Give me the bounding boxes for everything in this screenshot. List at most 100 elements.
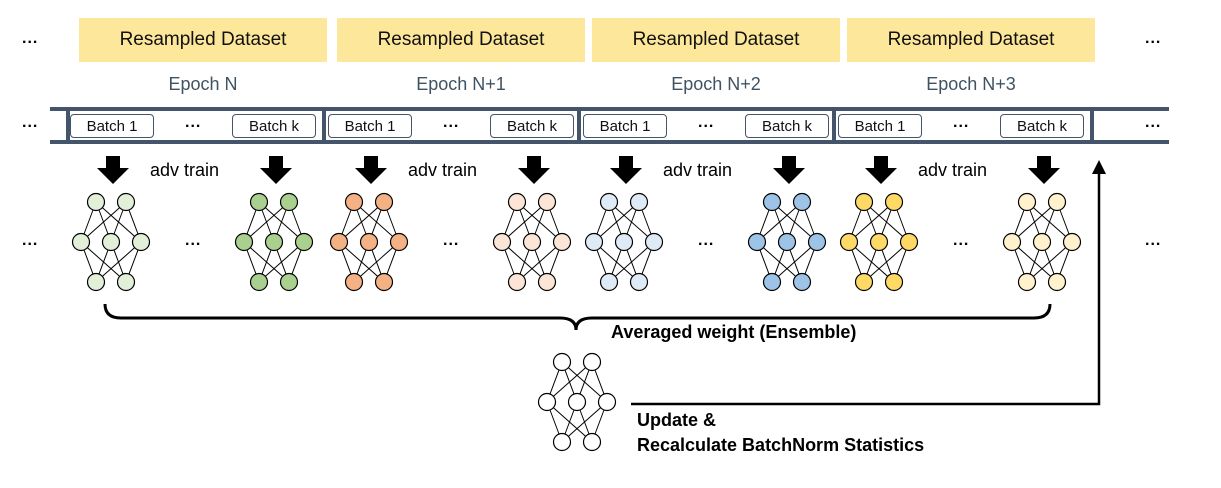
epoch-label: Epoch N [168, 74, 238, 94]
net-node [249, 192, 269, 212]
timeline-bottom-line [50, 140, 1169, 144]
net-node [792, 272, 812, 292]
net-node [1047, 192, 1067, 212]
down-arrow-icon [1028, 156, 1060, 184]
update-label: Update & [637, 410, 717, 430]
net-node [597, 392, 617, 412]
net-node [344, 192, 364, 212]
net-edge [258, 241, 305, 283]
net-node [552, 352, 572, 372]
net-edge [848, 201, 895, 243]
adv-train-label: adv train [918, 160, 988, 180]
net-ellipsis: ... [443, 232, 460, 249]
net-node [582, 432, 602, 452]
net-node [1017, 192, 1037, 212]
net-node [567, 392, 587, 412]
batch-ellipsis: ... [953, 114, 970, 131]
batch-ellipsis: ... [698, 114, 715, 131]
batch-first-box: Batch 1 [838, 114, 922, 138]
net-node [884, 272, 904, 292]
net-edge [1026, 241, 1073, 283]
net-edge [1011, 201, 1058, 243]
side-ellipsis: ... [1145, 114, 1162, 131]
feedback-arrow-line [631, 172, 1101, 406]
net-node [507, 272, 527, 292]
down-arrow-icon [518, 156, 550, 184]
epoch-divider [577, 107, 581, 144]
net-node [116, 192, 136, 212]
net-node [854, 192, 874, 212]
feedback-arrowhead-icon [1092, 160, 1106, 174]
net-node [599, 272, 619, 292]
side-ellipsis: ... [1145, 30, 1162, 47]
net-node [762, 272, 782, 292]
net-node [537, 192, 557, 212]
ensemble-label: Averaged weight (Ensemble) [611, 322, 857, 342]
net-node [807, 232, 827, 252]
batch-ellipsis: ... [185, 114, 202, 131]
net-node [1002, 232, 1022, 252]
net-edge [243, 201, 290, 243]
epoch-divider [66, 107, 70, 144]
net-node [792, 192, 812, 212]
timeline-top-line [50, 107, 1169, 111]
batch-first-box: Batch 1 [328, 114, 412, 138]
net-node [1047, 272, 1067, 292]
net-node [279, 192, 299, 212]
net-node [86, 192, 106, 212]
resampled-dataset-box: Resampled Dataset [79, 18, 327, 62]
net-node [537, 392, 557, 412]
net-node [359, 232, 379, 252]
epoch-label: Epoch N+2 [671, 74, 761, 94]
net-edge [608, 241, 655, 283]
ensemble-brace [103, 303, 1052, 331]
net-node [644, 232, 664, 252]
net-node [374, 192, 394, 212]
net-ellipsis: ... [185, 232, 202, 249]
net-node [552, 232, 572, 252]
net-node [884, 192, 904, 212]
resampled-dataset-box: Resampled Dataset [847, 18, 1095, 62]
net-node [279, 272, 299, 292]
net-node [854, 272, 874, 292]
net-node [614, 232, 634, 252]
adv-train-label: adv train [408, 160, 478, 180]
recalc-label: Recalculate BatchNorm Statistics [637, 435, 925, 455]
net-node [584, 232, 604, 252]
epoch-divider [832, 107, 836, 144]
net-node [537, 272, 557, 292]
net-node [329, 232, 349, 252]
epoch-divider [322, 107, 326, 144]
batch-ellipsis: ... [443, 114, 460, 131]
side-ellipsis: ... [22, 114, 39, 131]
adv-train-label: adv train [150, 160, 220, 180]
net-edge [338, 201, 385, 243]
net-node [101, 232, 121, 252]
net-edge [80, 201, 127, 243]
net-node [344, 272, 364, 292]
net-node [522, 232, 542, 252]
net-edge [593, 201, 640, 243]
batch-last-box: Batch k [745, 114, 829, 138]
net-node [389, 232, 409, 252]
net-node [249, 272, 269, 292]
net-node [264, 232, 284, 252]
net-edge [756, 201, 803, 243]
net-edge [501, 201, 548, 243]
net-node [899, 232, 919, 252]
net-node [116, 272, 136, 292]
net-edge [771, 241, 818, 283]
net-node [629, 192, 649, 212]
epoch-divider [1090, 107, 1094, 144]
net-node [374, 272, 394, 292]
epoch-label: Epoch N+1 [416, 74, 506, 94]
down-arrow-icon [260, 156, 292, 184]
net-node [1062, 232, 1082, 252]
net-edge [561, 401, 608, 443]
batch-last-box: Batch k [1000, 114, 1084, 138]
net-node [86, 272, 106, 292]
net-node [869, 232, 889, 252]
net-node [294, 232, 314, 252]
net-edge [95, 241, 142, 283]
